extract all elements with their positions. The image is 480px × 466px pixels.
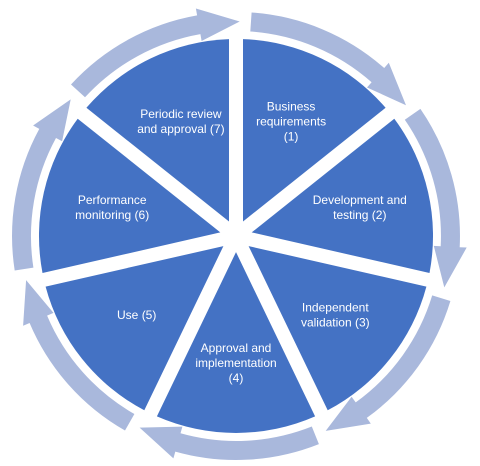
cycle-segment-7 bbox=[86, 39, 230, 222]
cycle-segments bbox=[38, 39, 434, 433]
cycle-segment-1 bbox=[243, 39, 386, 222]
stage-label-line: validation (3) bbox=[301, 316, 370, 330]
cycle-arrow-1 bbox=[250, 12, 406, 106]
cycle-arrow-6 bbox=[12, 99, 71, 271]
stage-label-line: testing (2) bbox=[333, 208, 386, 222]
stage-label-5: Use (5) bbox=[117, 308, 156, 322]
cycle-segment-4 bbox=[156, 252, 316, 433]
stage-label-line: Business bbox=[267, 100, 316, 114]
cycle-arrow-3 bbox=[325, 295, 451, 431]
stage-label-line: Approval and bbox=[201, 341, 272, 355]
cycle-segment-5 bbox=[45, 246, 224, 411]
stage-label-line: Independent bbox=[302, 301, 369, 315]
stage-label-line: Performance bbox=[78, 193, 147, 207]
cycle-arrow-4 bbox=[139, 426, 319, 460]
stage-label-line: and approval (7) bbox=[137, 122, 224, 136]
stage-label-line: monitoring (6) bbox=[75, 208, 149, 222]
stage-label-line: implementation bbox=[195, 356, 276, 370]
cycle-arrow-7 bbox=[71, 8, 240, 98]
cycle-segment-6 bbox=[38, 118, 221, 273]
stage-label-line: Periodic review bbox=[140, 107, 222, 121]
cycle-segment-2 bbox=[251, 118, 434, 273]
stage-label-line: Use (5) bbox=[117, 308, 156, 322]
cycle-arrow-2 bbox=[404, 108, 467, 288]
cycle-arrow-5 bbox=[23, 280, 135, 431]
stage-label-line: (1) bbox=[284, 130, 299, 144]
cycle-arrow-ring bbox=[12, 8, 467, 460]
stage-label-line: requirements bbox=[256, 115, 326, 129]
stage-label-line: (4) bbox=[229, 371, 244, 385]
cycle-segment-3 bbox=[248, 246, 427, 411]
stage-label-line: Development and bbox=[313, 193, 407, 207]
